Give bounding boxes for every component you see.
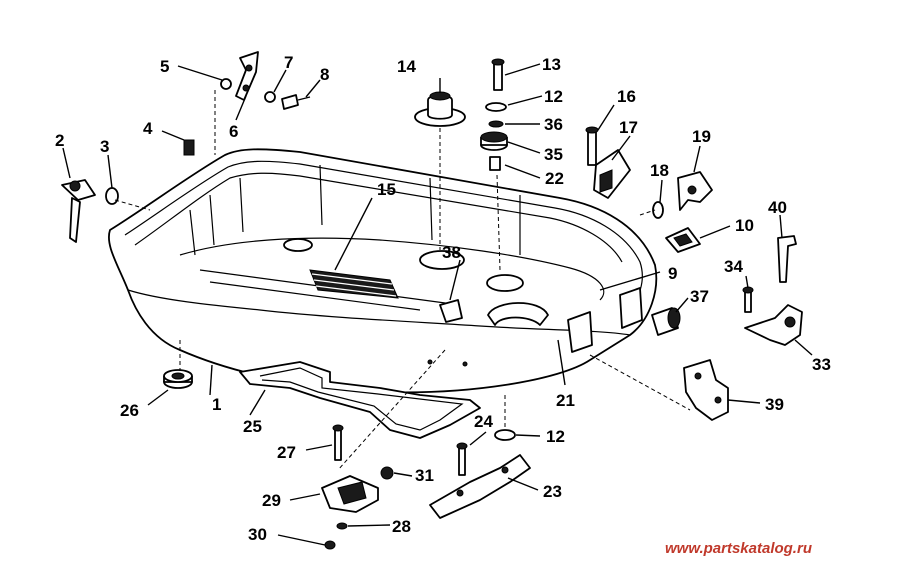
- callout-16: 16: [617, 87, 636, 106]
- bracket-23: [429, 454, 531, 519]
- callout-21: 21: [556, 391, 575, 410]
- callout-36: 36: [544, 115, 563, 134]
- grommet-14: [414, 91, 466, 127]
- bracket-16-17: [585, 126, 631, 199]
- callout-18: 18: [650, 161, 669, 180]
- callout-10: 10: [735, 216, 754, 235]
- assembly-lines: [114, 90, 691, 471]
- callout-15: 15: [377, 180, 396, 199]
- callout-8: 8: [320, 65, 329, 84]
- callout-2: 2: [55, 131, 64, 150]
- callout-40: 40: [768, 198, 787, 217]
- screw-24: [456, 442, 468, 476]
- callout-33: 33: [812, 355, 831, 374]
- seal-strip: [309, 269, 399, 299]
- callout-23: 23: [543, 482, 562, 501]
- callout-39: 39: [765, 395, 784, 414]
- callout-7: 7: [284, 53, 293, 72]
- callout-19: 19: [692, 127, 711, 146]
- bolt-stack-13-35: [480, 58, 508, 171]
- screw-27: [332, 424, 344, 461]
- callout-1: 1: [212, 395, 221, 414]
- plate-39: [683, 359, 729, 421]
- callout-5: 5: [160, 57, 169, 76]
- callout-3: 3: [100, 137, 109, 156]
- callout-17: 17: [619, 118, 638, 137]
- callout-37: 37: [690, 287, 709, 306]
- lower-engine-cover: [108, 148, 658, 394]
- nut-31: [380, 466, 394, 480]
- washer-28: [336, 522, 348, 530]
- washer-12b: [494, 429, 516, 441]
- callout-13: 13: [542, 55, 561, 74]
- callout-4: 4: [143, 119, 153, 138]
- gasket-25: [239, 361, 481, 439]
- leader-lines: [62, 63, 813, 546]
- callout-29: 29: [262, 491, 281, 510]
- callout-34: 34: [724, 257, 743, 276]
- callout-22: 22: [545, 169, 564, 188]
- bushing-26: [163, 369, 193, 389]
- callout-24: 24: [474, 412, 493, 431]
- fitting-19: [677, 171, 713, 211]
- callout-27: 27: [277, 443, 296, 462]
- callout-35: 35: [544, 145, 563, 164]
- pad-10: [665, 227, 701, 253]
- mount-29: [321, 475, 379, 513]
- callout-30: 30: [248, 525, 267, 544]
- screw-34: [742, 286, 754, 313]
- link-40: [777, 235, 797, 283]
- callout-28: 28: [392, 517, 411, 536]
- bushing-37: [651, 307, 681, 336]
- watermark-text: www.partskatalog.ru: [665, 540, 812, 557]
- bracket-33: [744, 304, 803, 346]
- callout-14: 14: [397, 57, 416, 76]
- callout-25: 25: [243, 417, 262, 436]
- washer-18: [652, 201, 664, 219]
- callout-labels: 1 2 3 4 5 6 7 8 9 10 12 12 13 14 15 16 1…: [55, 53, 831, 544]
- washer-3: [105, 187, 119, 205]
- screw-30: [324, 540, 336, 550]
- callout-12-bottom: 12: [546, 427, 565, 446]
- callout-26: 26: [120, 401, 139, 420]
- lever-2: [61, 179, 96, 243]
- callout-12-top: 12: [544, 87, 563, 106]
- fitting-4: [183, 139, 195, 156]
- callout-6: 6: [229, 122, 238, 141]
- callout-9: 9: [668, 264, 677, 283]
- callout-38: 38: [442, 243, 461, 262]
- callout-31: 31: [415, 466, 434, 485]
- latch-parts: [220, 51, 311, 110]
- clip-38: [439, 299, 463, 323]
